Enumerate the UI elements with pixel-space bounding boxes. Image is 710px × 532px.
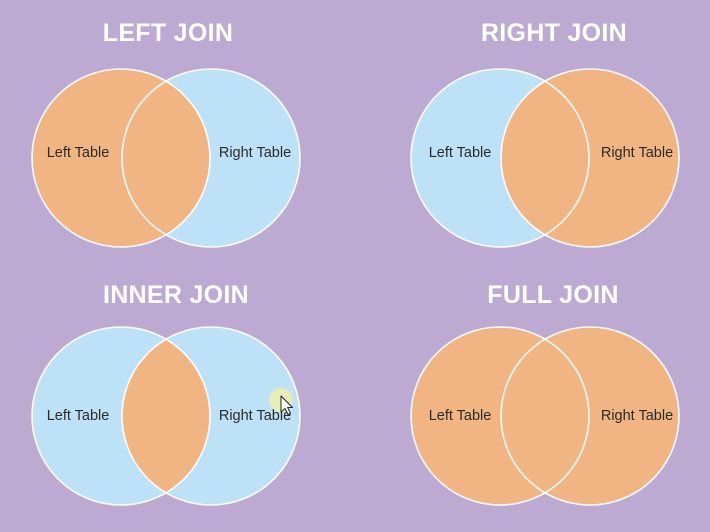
- inner-join-diagram: INNER JOIN Left Table Right Table: [31, 281, 301, 506]
- right-circle-outline: [121, 326, 301, 506]
- intersection-region: [122, 69, 210, 247]
- right-table-label: Right Table: [601, 408, 673, 424]
- right-circle-outline: [500, 326, 680, 506]
- intersection-region: [501, 327, 589, 505]
- right-circle-outline: [121, 68, 301, 248]
- mouse-pointer-icon: [269, 388, 293, 415]
- left-join-title: LEFT JOIN: [103, 19, 233, 47]
- right-join-diagram: RIGHT JOIN Left Table Right Table: [410, 19, 680, 248]
- left-circle-outline: [31, 326, 211, 506]
- left-table-label: Left Table: [47, 145, 110, 161]
- right-join-title: RIGHT JOIN: [481, 19, 627, 47]
- right-table-label: Right Table: [601, 145, 673, 161]
- right-table-label: Right Table: [219, 145, 291, 161]
- left-circle-outline: [410, 68, 590, 248]
- inner-join-title: INNER JOIN: [103, 281, 249, 309]
- right-table-label: Right Table: [219, 408, 291, 424]
- left-circle-outline: [410, 326, 590, 506]
- right-circle-outline: [500, 68, 680, 248]
- left-circle-outline: [31, 68, 211, 248]
- full-join-title: FULL JOIN: [487, 281, 618, 309]
- left-table-label: Left Table: [429, 145, 492, 161]
- left-join-diagram: LEFT JOIN Left Table Right Table: [31, 19, 301, 248]
- left-table-label: Left Table: [47, 408, 110, 424]
- intersection-region: [501, 69, 589, 247]
- intersection-region: [122, 327, 210, 505]
- left-table-label: Left Table: [429, 408, 492, 424]
- full-join-diagram: FULL JOIN Left Table Right Table: [410, 281, 680, 506]
